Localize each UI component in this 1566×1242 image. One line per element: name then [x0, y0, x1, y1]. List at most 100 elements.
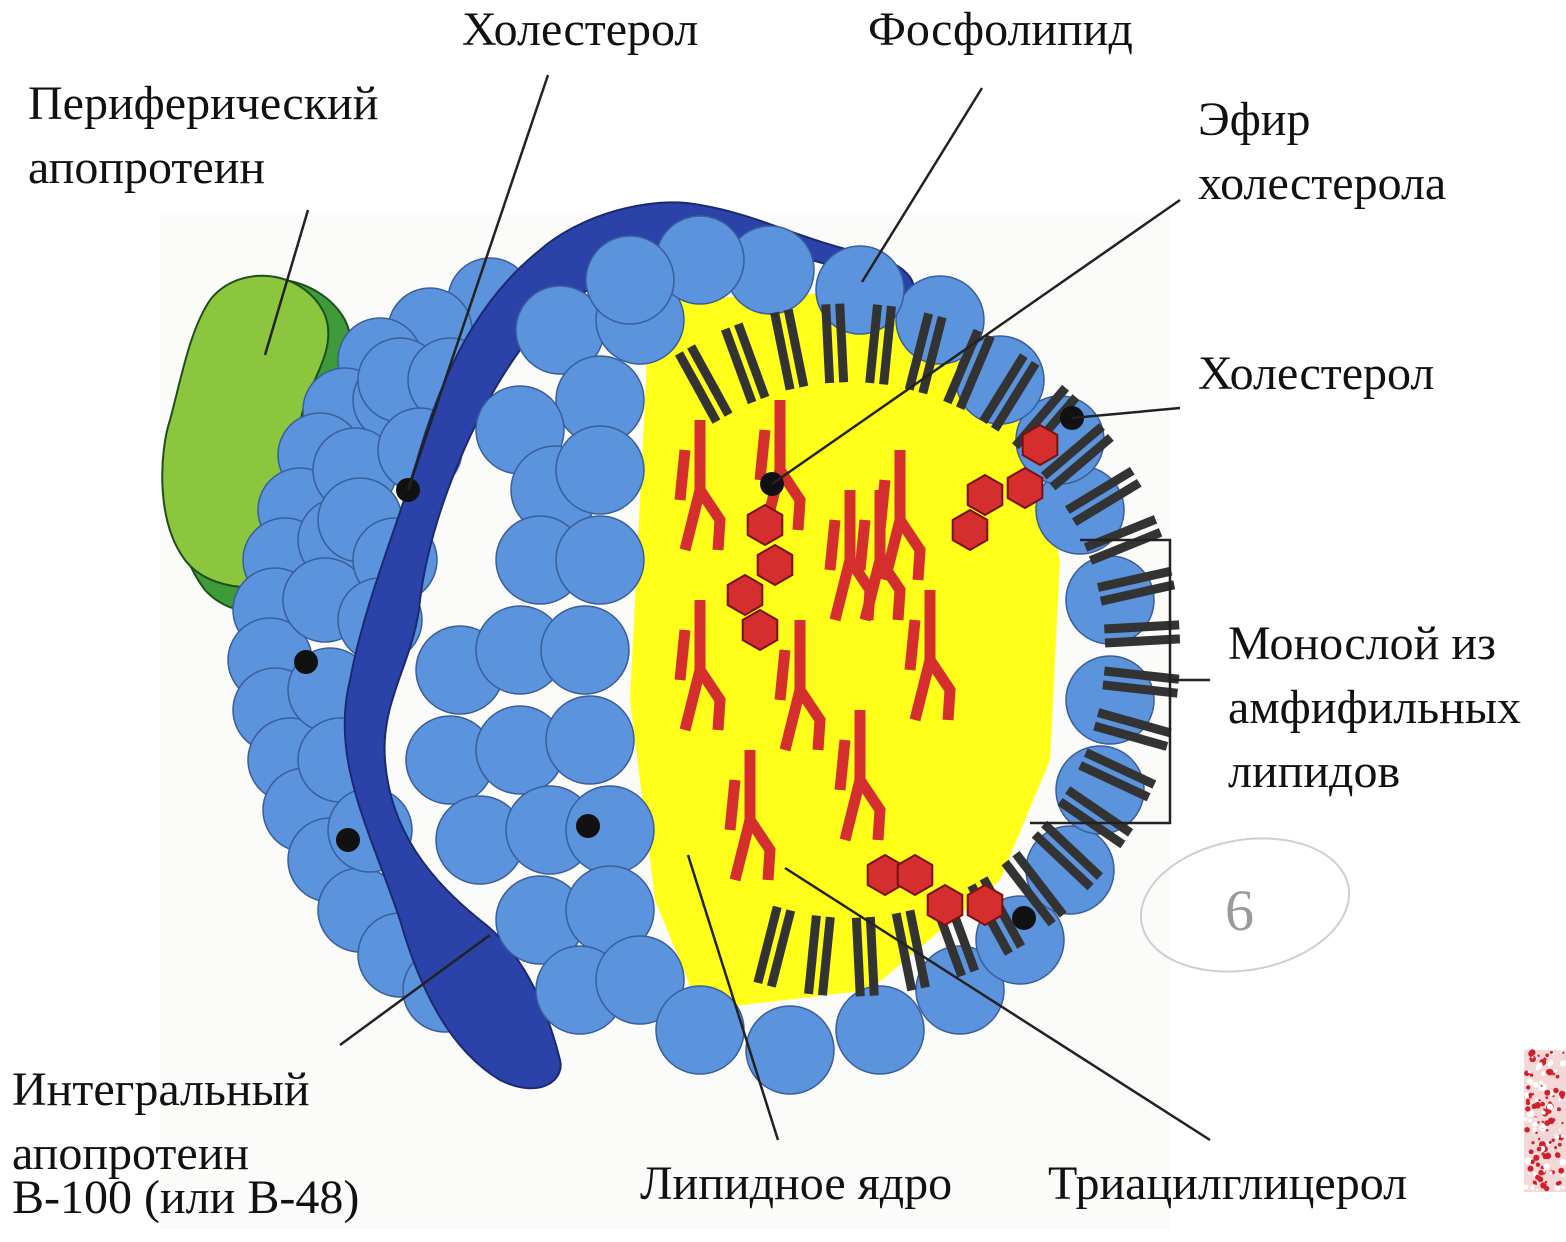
- speckle-dot: [1559, 1091, 1565, 1097]
- cholesterol-dot: [576, 814, 600, 838]
- sterol-ring: [898, 855, 933, 895]
- speckle-dot: [1537, 1055, 1539, 1057]
- phospholipid-tail: [856, 918, 860, 997]
- label-cholesterol-right: Холестерол: [1198, 344, 1434, 404]
- triacylglycerol-chain: [780, 650, 785, 700]
- phospholipid-tail: [840, 304, 844, 383]
- speckle-dot: [1555, 1134, 1560, 1139]
- phospholipid-head: [656, 986, 744, 1074]
- triacylglycerol-chain: [730, 780, 735, 830]
- speckle-dot: [1537, 1147, 1542, 1152]
- sterol-ring: [748, 505, 783, 545]
- speckle-dot: [1547, 1104, 1553, 1110]
- speckle-dot: [1550, 1171, 1553, 1174]
- sterol-ring: [743, 610, 778, 650]
- speckle-dot: [1545, 1054, 1549, 1058]
- speckle-dot: [1545, 1181, 1547, 1183]
- label-triacylglycerol: Триацилглицерол: [1048, 1154, 1407, 1214]
- speckle-dot: [1550, 1051, 1553, 1054]
- speckle-dot: [1542, 1111, 1546, 1115]
- speckle-dot: [1536, 1163, 1540, 1167]
- cholesterol-dot: [1012, 906, 1036, 930]
- speckle-dot: [1524, 1117, 1528, 1121]
- cholesterol-dot: [294, 650, 318, 674]
- speckle-dot: [1545, 1096, 1548, 1099]
- speckle-dot: [1533, 1155, 1539, 1161]
- speckle-dot: [1556, 1075, 1560, 1079]
- label-monolayer-line2: амфифильных: [1228, 678, 1521, 738]
- speckle-dot: [1524, 1157, 1531, 1164]
- phospholipid-head: [546, 696, 634, 784]
- speckle-dot: [1530, 1186, 1534, 1190]
- phospholipid-head: [541, 606, 629, 694]
- speckle-dot: [1547, 1109, 1551, 1113]
- speckle-dot: [1545, 1153, 1552, 1160]
- sterol-ring: [968, 885, 1003, 925]
- speckle-dot: [1524, 1184, 1529, 1189]
- triacylglycerol-chain: [830, 520, 835, 570]
- sterol-ring: [968, 475, 1003, 515]
- speckle-dot: [1534, 1117, 1536, 1119]
- triacylglycerol-chain: [680, 450, 685, 500]
- speckle-dot: [1535, 1099, 1539, 1103]
- label-lipid-core: Липидное ядро: [640, 1154, 952, 1214]
- speckle-dot: [1557, 1107, 1561, 1111]
- speckle-dot: [1524, 1127, 1530, 1133]
- corner-speckle-strip: [1524, 1049, 1566, 1192]
- speckle-dot: [1560, 1060, 1566, 1066]
- label-ester-line2: холестерола: [1198, 154, 1446, 214]
- speckle-dot: [1538, 1170, 1544, 1176]
- label-phospholipid: Фосфолипид: [868, 0, 1133, 60]
- speckle-dot: [1544, 1120, 1550, 1126]
- triacylglycerol-chain: [860, 520, 865, 570]
- speckle-dot: [1540, 1102, 1545, 1107]
- speckle-dot: [1529, 1149, 1534, 1154]
- speckle-dot: [1547, 1069, 1554, 1076]
- speckle-dot: [1558, 1168, 1564, 1174]
- speckle-dot: [1559, 1159, 1566, 1166]
- speckle-dot: [1555, 1070, 1558, 1073]
- speckle-dot: [1548, 1065, 1550, 1067]
- speckle-dot: [1537, 1121, 1539, 1123]
- phospholipid-head: [556, 426, 644, 514]
- phospholipid-head: [836, 986, 924, 1074]
- page-number-text: 6: [1225, 878, 1254, 943]
- label-integral-line3: В-100 (или В-48): [12, 1168, 359, 1228]
- speckle-dot: [1527, 1112, 1533, 1118]
- speckle-dot: [1534, 1102, 1541, 1109]
- speckle-dot: [1525, 1106, 1530, 1111]
- speckle-dot: [1533, 1181, 1537, 1185]
- speckle-dot: [1538, 1176, 1544, 1182]
- sterol-ring: [1023, 425, 1058, 465]
- speckle-dot: [1555, 1152, 1560, 1157]
- cholesterol-dot: [336, 828, 360, 852]
- label-ester-line1: Эфир: [1198, 90, 1310, 150]
- speckle-dot: [1539, 1087, 1544, 1092]
- label-peripheral-line1: Периферический: [28, 74, 378, 134]
- speckle-dot: [1559, 1129, 1561, 1131]
- speckle-dot: [1562, 1052, 1564, 1054]
- speckle-dot: [1533, 1082, 1539, 1088]
- phospholipid-tail: [870, 917, 874, 996]
- speckle-dot: [1527, 1078, 1533, 1084]
- speckle-dot: [1538, 1099, 1540, 1101]
- phospholipid-tail: [1105, 639, 1180, 643]
- speckle-dot: [1549, 1141, 1552, 1144]
- phospholipid-head: [556, 516, 644, 604]
- speckle-dot: [1554, 1146, 1557, 1149]
- speckle-dot: [1544, 1186, 1549, 1191]
- speckle-dot: [1529, 1093, 1533, 1097]
- sterol-ring: [1008, 468, 1043, 508]
- speckle-dot: [1561, 1186, 1564, 1189]
- sterol-ring: [758, 545, 793, 585]
- speckle-dot: [1561, 1174, 1564, 1177]
- speckle-dot: [1552, 1139, 1555, 1142]
- label-peripheral-line2: апопротеин: [28, 138, 265, 198]
- triacylglycerol-chain: [760, 430, 765, 480]
- sterol-ring: [953, 510, 988, 550]
- speckle-dot: [1532, 1128, 1537, 1133]
- triacylglycerol-chain: [680, 630, 685, 680]
- speckle-dot: [1526, 1085, 1530, 1089]
- sterol-ring: [928, 885, 963, 925]
